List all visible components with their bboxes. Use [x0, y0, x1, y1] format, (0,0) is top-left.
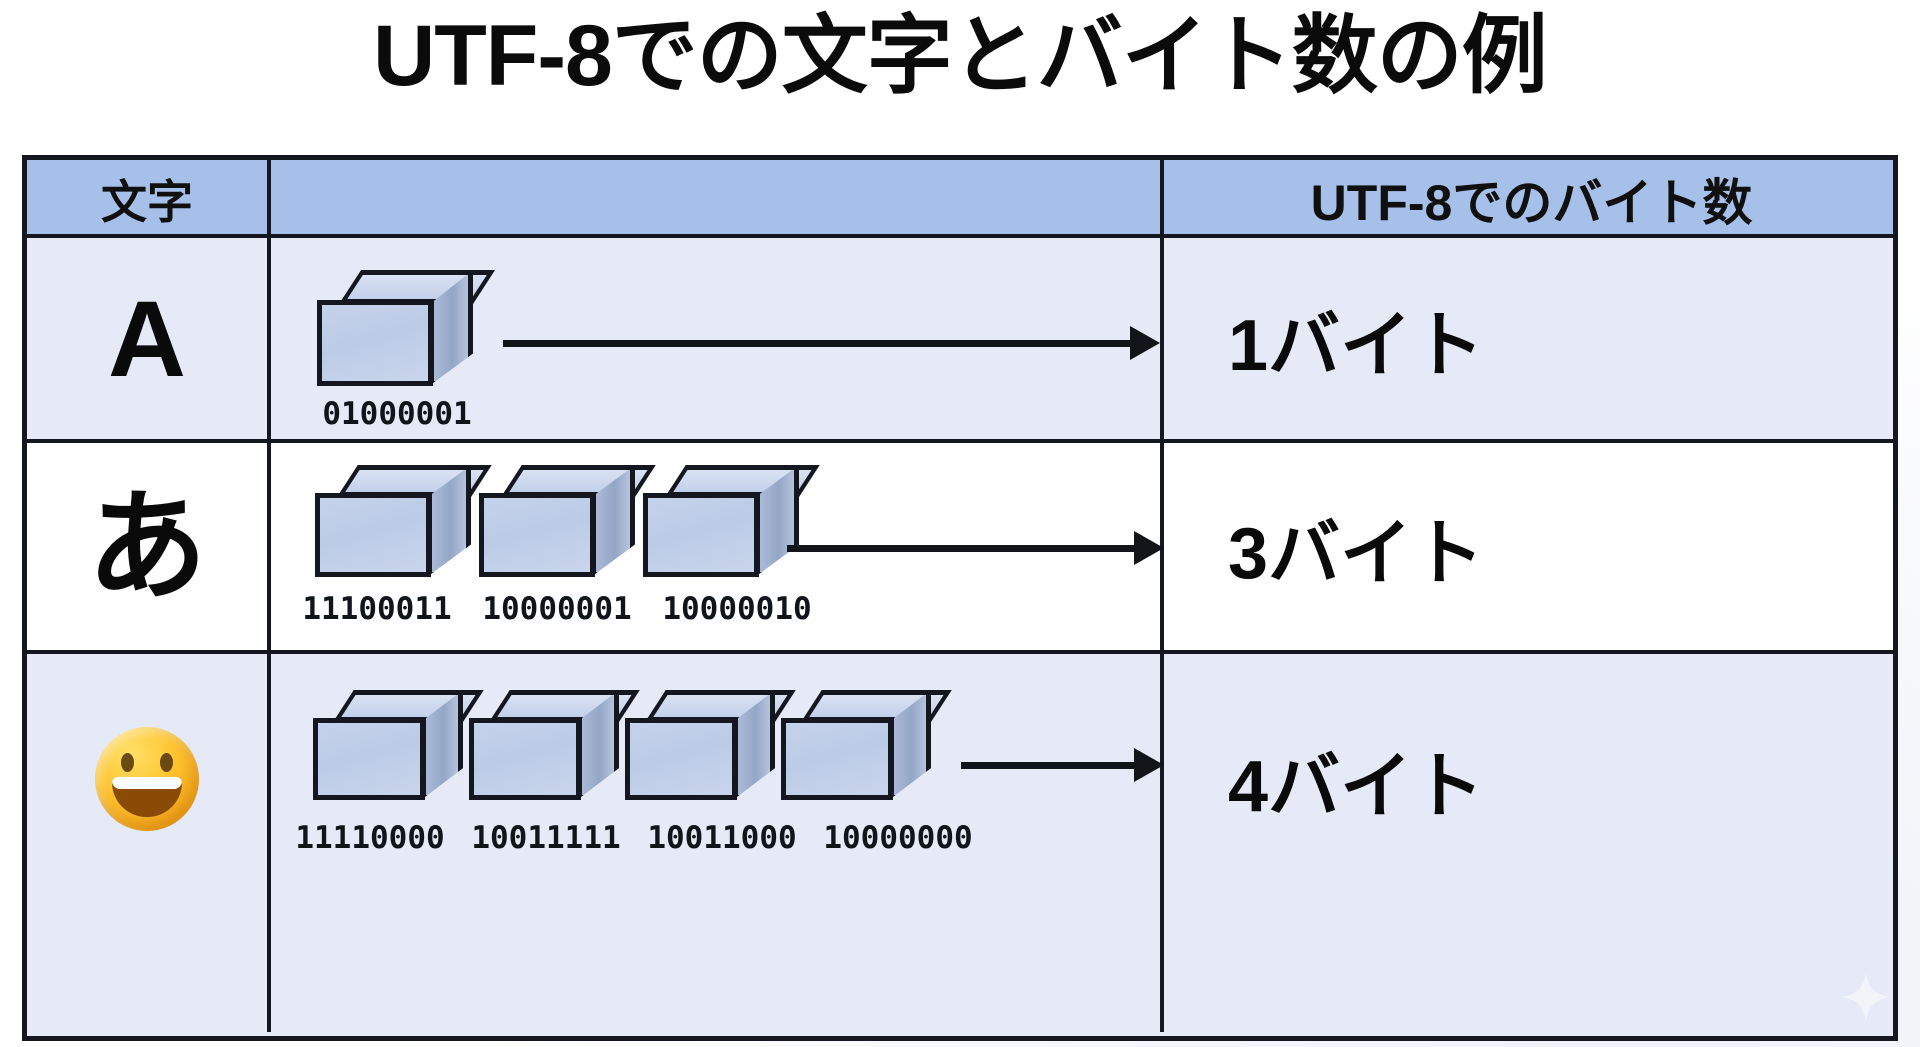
utf8-byte-table: 文字 UTF-8でのバイト数 A [22, 155, 1898, 1041]
byte-bits-row: 01000001 [307, 396, 487, 432]
column-divider-1 [267, 238, 271, 443]
byte-bits-row: 11110000 10011111 10011000 10000000 [287, 820, 981, 856]
cube-group [315, 465, 820, 577]
cube-front-face [643, 493, 759, 577]
character-cell: A [27, 238, 267, 439]
emoji-eye-left-icon [121, 753, 134, 772]
column-divider-1 [267, 443, 271, 654]
byte-bits: 10000000 [823, 820, 973, 856]
arrow-shaft [503, 339, 1131, 347]
cube-group [317, 270, 496, 386]
character-cell: あ [27, 443, 267, 650]
arrow-head-icon [1134, 748, 1164, 782]
column-divider-1 [267, 654, 271, 1032]
table-row: 11110000 10011111 10011000 10000000 4バイト [27, 654, 1893, 1036]
byte-bits: 10000001 [482, 591, 632, 627]
grinning-face-emoji-icon [95, 727, 199, 831]
header-cell-bytes-visual [271, 160, 1160, 238]
cube-front-face [781, 718, 893, 800]
byte-bits: 10000010 [662, 591, 812, 627]
byte-bits-row: 11100011 10000001 10000010 [293, 591, 821, 627]
byte-bits: 11110000 [295, 820, 445, 856]
cube-front-face [479, 493, 595, 577]
byte-bits: 10011111 [471, 820, 621, 856]
cube-front-face [469, 718, 581, 800]
byte-cube [315, 465, 492, 577]
arrow-head-icon [1134, 531, 1164, 565]
byte-count-label: 3バイト [1228, 514, 1485, 594]
emoji-teeth-icon [112, 777, 182, 789]
byte-cube [317, 270, 496, 386]
byte-count-label: 4バイト [1228, 746, 1485, 827]
column-divider-2 [1160, 238, 1164, 443]
flow-arrow [787, 531, 1164, 565]
column-divider-2 [1160, 160, 1164, 238]
flow-arrow [503, 326, 1160, 360]
byte-cube [625, 690, 796, 800]
emoji-eye-right-icon [160, 753, 173, 772]
table-row: あ [27, 443, 1893, 654]
byte-bits: 10011000 [647, 820, 797, 856]
character-glyph: あ [87, 479, 207, 614]
bytes-visual-cell: 01000001 [271, 238, 1160, 439]
emoji-mouth-icon [112, 777, 182, 817]
byte-count-cell: 3バイト [1164, 443, 1899, 650]
byte-bits: 11100011 [302, 591, 452, 627]
column-divider-2 [1160, 654, 1164, 1032]
byte-count-cell: 1バイト [1164, 238, 1899, 439]
arrow-shaft [961, 761, 1135, 769]
page-title: UTF-8での文字とバイト数の例 [373, 8, 1548, 104]
bytes-visual-cell: 11100011 10000001 10000010 [271, 443, 1164, 650]
cube-group [313, 690, 952, 800]
header-cell-character: 文字 [101, 176, 193, 228]
byte-count-label: 1バイト [1228, 306, 1485, 386]
cube-front-face [315, 493, 431, 577]
byte-cube [469, 690, 640, 800]
cube-front-face [625, 718, 737, 800]
column-divider-1 [267, 160, 271, 238]
flow-arrow [961, 748, 1164, 782]
byte-cube [781, 690, 952, 800]
table-header-row: 文字 UTF-8でのバイト数 [27, 160, 1893, 238]
byte-bits: 01000001 [322, 396, 472, 432]
arrow-head-icon [1130, 326, 1160, 360]
byte-cube [479, 465, 656, 577]
byte-cube [313, 690, 484, 800]
arrow-shaft [787, 544, 1135, 552]
cube-front-face [317, 300, 433, 386]
header-cell-byte-count: UTF-8でのバイト数 [1310, 175, 1753, 231]
byte-cube [643, 465, 820, 577]
byte-count-cell: 4バイト [1164, 654, 1899, 904]
character-cell [27, 654, 267, 904]
character-glyph: A [108, 277, 186, 399]
cube-front-face [313, 718, 425, 800]
bytes-visual-cell: 11110000 10011111 10011000 10000000 [271, 654, 1164, 1036]
table-row: A 01000001 [27, 238, 1893, 443]
